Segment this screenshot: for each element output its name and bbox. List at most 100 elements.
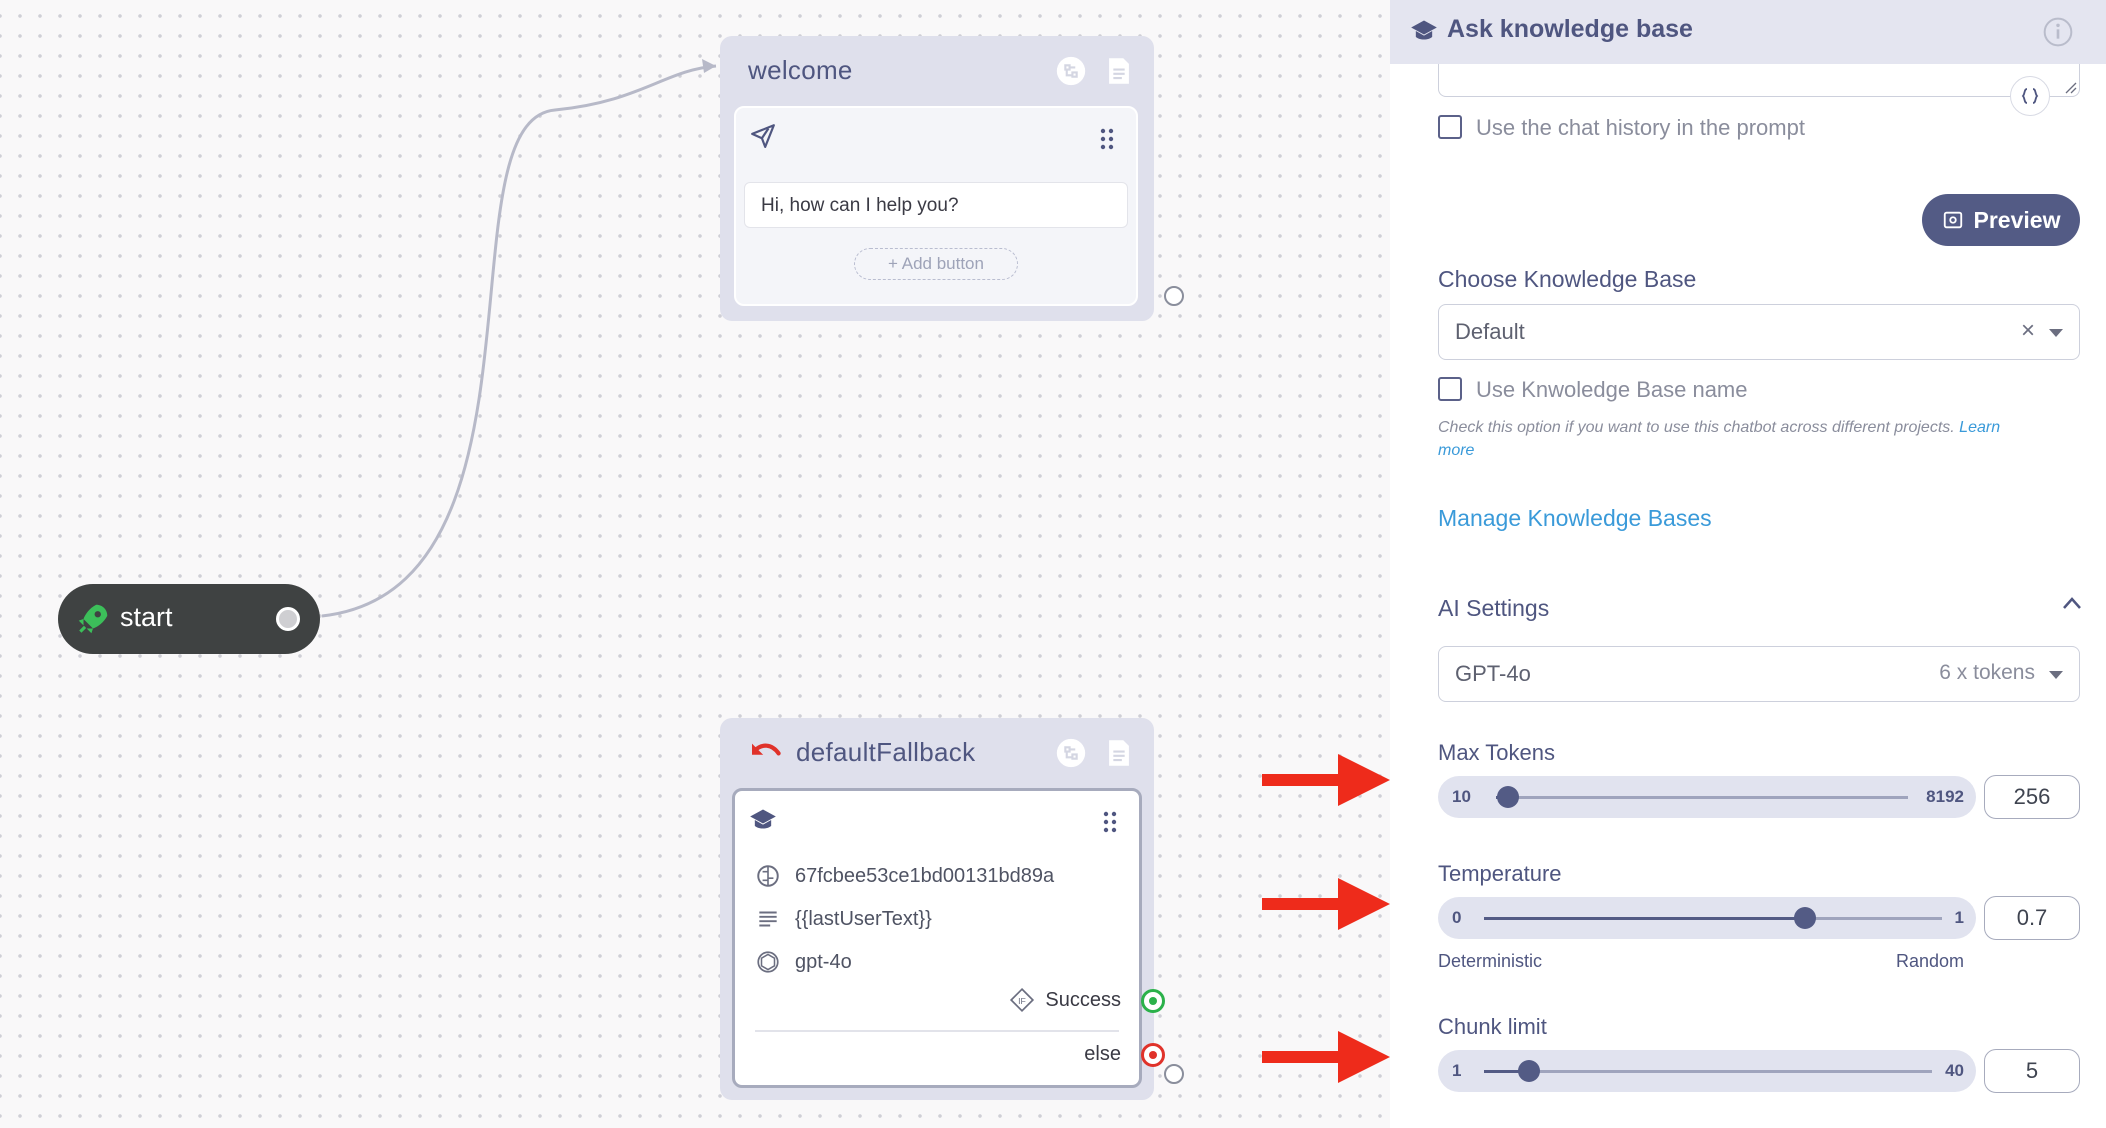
temperature-slider[interactable]: 0 1	[1438, 897, 1976, 939]
welcome-output-port[interactable]	[1164, 286, 1184, 306]
graduation-cap-icon	[1411, 20, 1437, 40]
slider-min: 0	[1452, 908, 1462, 927]
openai-icon	[757, 951, 779, 973]
fallback-block-header[interactable]: defaultFallback	[720, 718, 1154, 786]
slider-min: 10	[1452, 787, 1471, 806]
graduation-cap-icon	[750, 809, 776, 829]
message-card[interactable]: Hi, how can I help you? + Add button	[734, 106, 1138, 306]
annotation-arrow-max-tokens	[1262, 754, 1390, 806]
slider-thumb[interactable]	[1793, 907, 1816, 929]
use-kb-name-label: Use Knwoledge Base name	[1476, 377, 1748, 402]
panel-header: Ask knowledge base	[1390, 0, 2106, 64]
svg-text:IF: IF	[1019, 996, 1027, 1006]
annotation-arrow-temperature	[1262, 878, 1390, 930]
drag-handle-icon[interactable]	[1103, 811, 1117, 833]
max-tokens-label: Max Tokens	[1438, 740, 1555, 765]
knowledge-base-select[interactable]: Default ×	[1438, 304, 2080, 360]
else-label: else	[1084, 1043, 1121, 1065]
fallback-undo-icon	[752, 743, 781, 756]
notes-icon[interactable]	[1102, 736, 1136, 770]
add-button[interactable]: + Add button	[854, 248, 1018, 280]
success-label: Success	[1045, 988, 1121, 1011]
use-history-label: Use the chat history in the prompt	[1476, 115, 1805, 140]
model-row: gpt-4o	[755, 949, 852, 975]
divider	[755, 1030, 1119, 1032]
preview-label: Preview	[1973, 206, 2061, 233]
success-row: IF Success	[1009, 987, 1121, 1013]
prompt-textarea[interactable]	[1438, 64, 2080, 97]
deterministic-hint: Deterministic	[1438, 951, 1543, 971]
insert-variable-button[interactable]	[2010, 76, 2050, 116]
ai-brain-icon[interactable]	[1054, 736, 1088, 770]
question-row: {{lastUserText}}	[755, 906, 932, 932]
random-hint: Random	[1896, 951, 1965, 971]
annotation-arrow-chunk-limit	[1262, 1031, 1390, 1083]
kb-selected-value: Default	[1455, 319, 1525, 344]
slider-min: 1	[1452, 1061, 1462, 1080]
slider-thumb[interactable]	[1517, 1060, 1540, 1082]
slider-max: 8192	[1926, 787, 1964, 806]
temperature-label: Temperature	[1438, 861, 1562, 886]
info-icon[interactable]	[2042, 16, 2074, 48]
slider-thumb[interactable]	[1497, 786, 1520, 808]
resize-handle-icon[interactable]	[2063, 80, 2077, 94]
curly-braces-icon	[2021, 88, 2039, 104]
drag-handle-icon[interactable]	[1100, 128, 1114, 150]
flow-connections	[321, 59, 717, 618]
learn-more-link-2[interactable]: more	[1438, 442, 1475, 459]
chunk-limit-input[interactable]: 5	[1984, 1049, 2080, 1093]
model-text: gpt-4o	[795, 950, 852, 973]
knowledge-base-card[interactable]: 67fcbee53ce1bd00131bd89a {{lastUserText}…	[732, 788, 1142, 1088]
send-message-icon	[751, 124, 775, 148]
message-text[interactable]: Hi, how can I help you?	[744, 182, 1128, 228]
notes-icon[interactable]	[1102, 54, 1136, 88]
kb-id-text: 67fcbee53ce1bd00131bd89a	[795, 864, 1055, 887]
welcome-block-header[interactable]: welcome	[720, 36, 1154, 104]
if-condition-icon: IF	[1010, 987, 1035, 1013]
temperature-input[interactable]: 0.7	[1984, 896, 2080, 940]
kb-name-hint: Check this option if you want to use thi…	[1438, 416, 2082, 462]
question-text: {{lastUserText}}	[795, 907, 932, 930]
use-kb-name-checkbox[interactable]	[1438, 377, 1462, 401]
use-history-checkbox[interactable]	[1438, 115, 1462, 139]
slider-max: 40	[1945, 1061, 1964, 1080]
start-label: start	[120, 602, 173, 632]
ai-settings-label[interactable]: AI Settings	[1438, 595, 1550, 621]
chunk-limit-label: Chunk limit	[1438, 1014, 1547, 1039]
panel-title: Ask knowledge base	[1447, 15, 1693, 43]
ai-brain-icon[interactable]	[1054, 54, 1088, 88]
model-selected-value: GPT-4o	[1455, 661, 1531, 686]
settings-panel: Ask knowledge base Use the chat history …	[1390, 0, 2106, 1128]
else-output-port[interactable]	[1141, 1043, 1165, 1067]
hint-text: Check this option if you want to use thi…	[1438, 419, 1955, 436]
start-node[interactable]: start	[58, 584, 320, 654]
start-output-port[interactable]	[276, 607, 300, 631]
chevron-down-icon	[2049, 329, 2063, 337]
kb-id-row: 67fcbee53ce1bd00131bd89a	[755, 863, 1054, 889]
chevron-up-icon[interactable]	[2062, 596, 2082, 610]
text-lines-icon	[759, 911, 777, 927]
max-tokens-slider[interactable]: 10 8192	[1438, 776, 1976, 818]
start-to-welcome-edge	[321, 64, 717, 618]
welcome-block[interactable]: welcome Hi, how c	[720, 36, 1154, 321]
slider-max: 1	[1954, 908, 1964, 927]
clear-selection-icon[interactable]: ×	[2020, 317, 2035, 344]
learn-more-link[interactable]: Learn	[1959, 419, 2001, 436]
block-output-port[interactable]	[1164, 1064, 1184, 1084]
block-title: welcome	[748, 54, 853, 85]
manage-kb-link[interactable]: Manage Knowledge Bases	[1438, 505, 1712, 531]
max-tokens-input[interactable]: 256	[1984, 775, 2080, 819]
brain-icon	[757, 865, 779, 887]
model-select[interactable]: GPT-4o 6 x tokens	[1438, 646, 2080, 702]
rocket-icon	[78, 604, 108, 634]
default-fallback-block[interactable]: defaultFallback	[720, 718, 1154, 1100]
success-output-port[interactable]	[1141, 989, 1165, 1013]
chunk-limit-slider[interactable]: 1 40	[1438, 1050, 1976, 1092]
chevron-down-icon	[2049, 671, 2063, 679]
preview-icon	[1943, 211, 1962, 229]
flow-canvas[interactable]: start welcome	[0, 0, 1390, 1128]
edge-arrowhead	[702, 59, 716, 73]
preview-button[interactable]: Preview	[1922, 194, 2080, 246]
block-title: defaultFallback	[796, 736, 976, 767]
model-token-cost: 6 x tokens	[1939, 661, 2035, 684]
